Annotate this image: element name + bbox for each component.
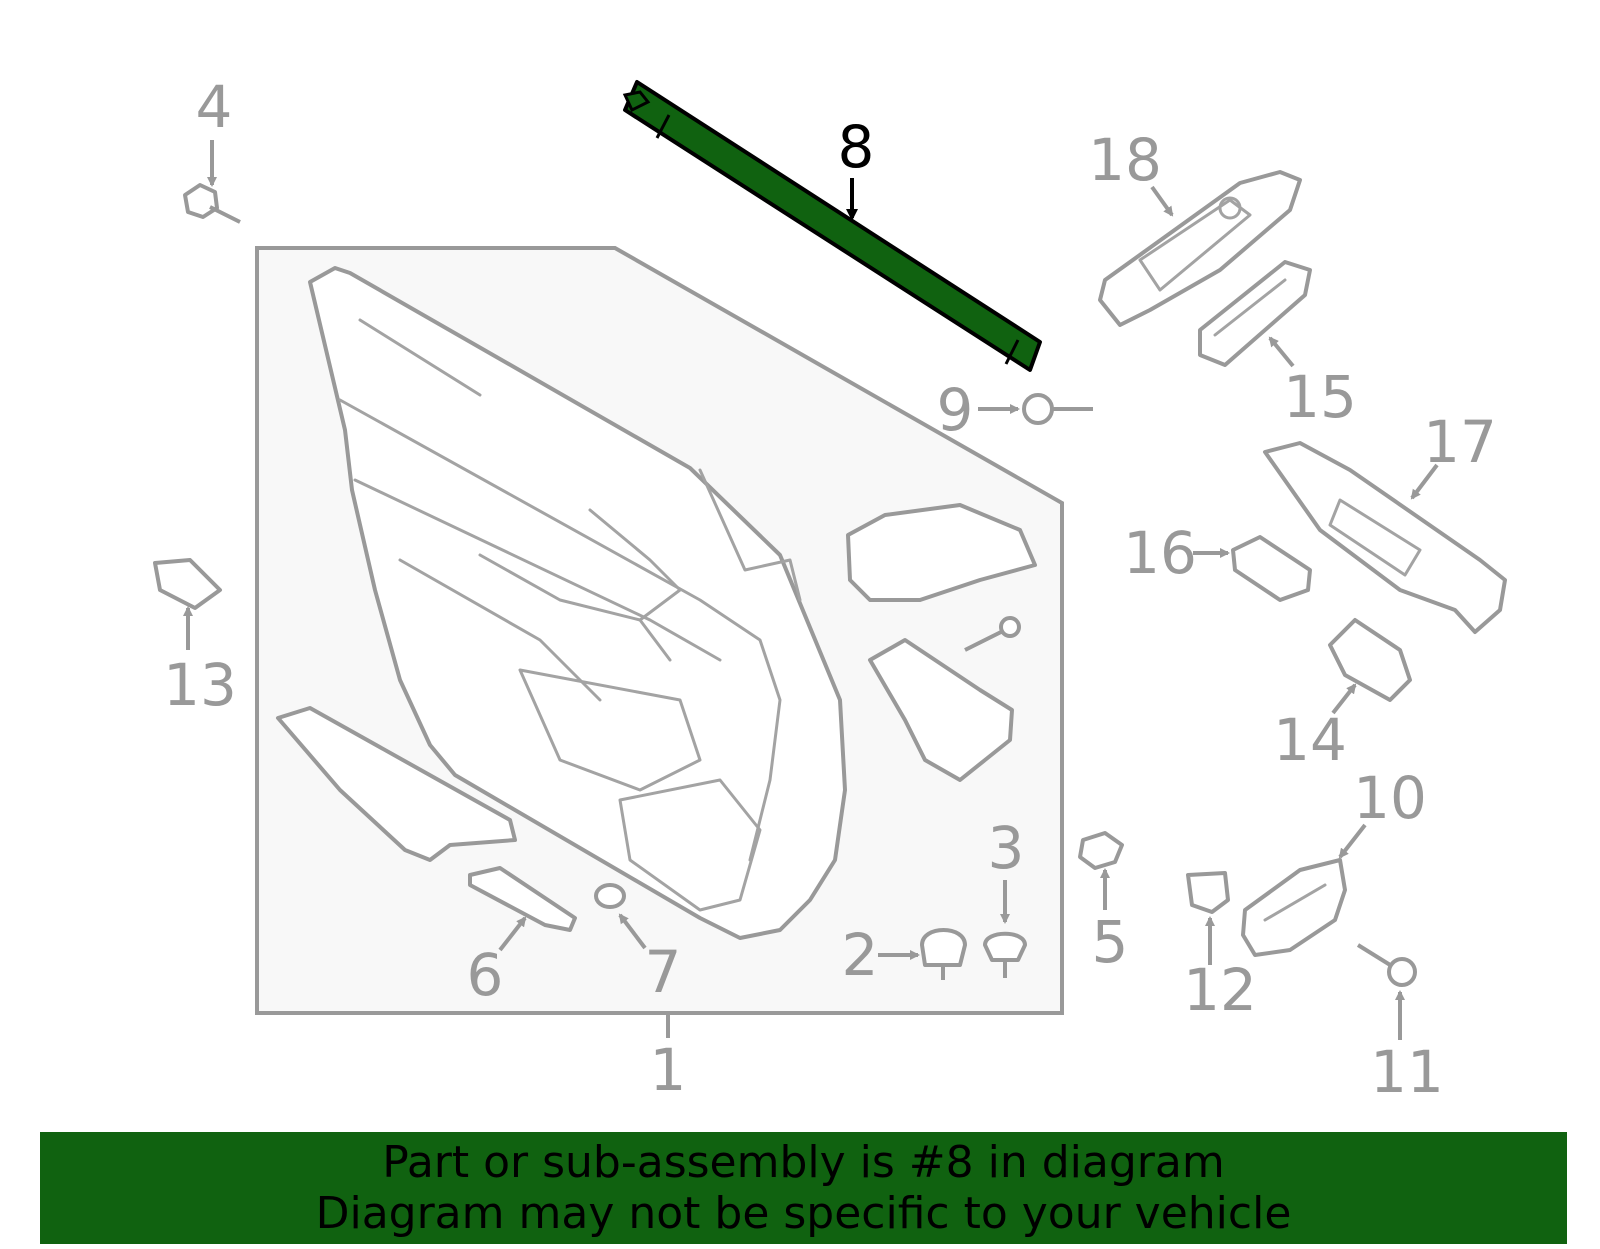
part-18-switch-bezel[interactable]: [1098, 170, 1302, 327]
door-trim-panel: [308, 266, 847, 940]
callout-7: 7: [645, 938, 682, 1006]
part-11-screw[interactable]: [1356, 943, 1417, 987]
part-15-switch[interactable]: [1198, 260, 1312, 367]
callout-1: 1: [650, 1036, 687, 1104]
callout-5: 5: [1092, 908, 1129, 976]
callout-3: 3: [988, 814, 1025, 882]
part-17-switch-panel[interactable]: [1263, 441, 1507, 634]
callout-16: 16: [1123, 519, 1197, 587]
callout-11: 11: [1370, 1038, 1444, 1106]
banner-line-2: Diagram may not be specific to your vehi…: [315, 1188, 1292, 1239]
callout-15: 15: [1283, 363, 1357, 431]
interior-bracket-upper: [846, 503, 1037, 602]
info-banner: Part or sub-assembly is #8 in diagram Di…: [40, 1132, 1567, 1244]
callout-6: 6: [467, 941, 504, 1009]
callout-13: 13: [163, 651, 237, 719]
callout-17: 17: [1423, 408, 1497, 476]
leader-lines: [183, 140, 1439, 1040]
banner-line-1: Part or sub-assembly is #8 in diagram: [382, 1137, 1225, 1188]
armrest-insert: [276, 706, 517, 862]
part-14-switch[interactable]: [1328, 618, 1412, 702]
callout-9: 9: [937, 376, 974, 444]
part-3-clip[interactable]: [983, 931, 1027, 978]
callout-18: 18: [1088, 126, 1162, 194]
interior-small-screw: [964, 616, 1021, 652]
callout-4: 4: [196, 73, 233, 141]
part-8-molding-highlighted[interactable]: [622, 80, 1042, 372]
callout-14: 14: [1273, 706, 1347, 774]
callout-10: 10: [1353, 764, 1427, 832]
callout-labels: 1 2 3 4 5 6 7 8 9 10 11 12 13 14 15 16 1…: [163, 73, 1497, 1106]
part-12-clip[interactable]: [1186, 871, 1230, 914]
callout-2: 2: [842, 921, 879, 989]
part-10-bracket[interactable]: [1241, 858, 1347, 957]
part-7-washer[interactable]: [594, 883, 626, 909]
part-2-clip[interactable]: [920, 928, 967, 980]
interior-bracket-lower: [868, 638, 1014, 782]
part-6-bracket[interactable]: [468, 866, 577, 932]
part-9-screw[interactable]: [1022, 393, 1093, 425]
part-16-switch[interactable]: [1231, 535, 1312, 602]
callout-12: 12: [1183, 956, 1257, 1024]
part-5-nut[interactable]: [1078, 831, 1124, 870]
part-13-clip[interactable]: [153, 558, 222, 610]
part-4-bolt[interactable]: [183, 183, 241, 224]
callout-8: 8: [838, 113, 875, 181]
